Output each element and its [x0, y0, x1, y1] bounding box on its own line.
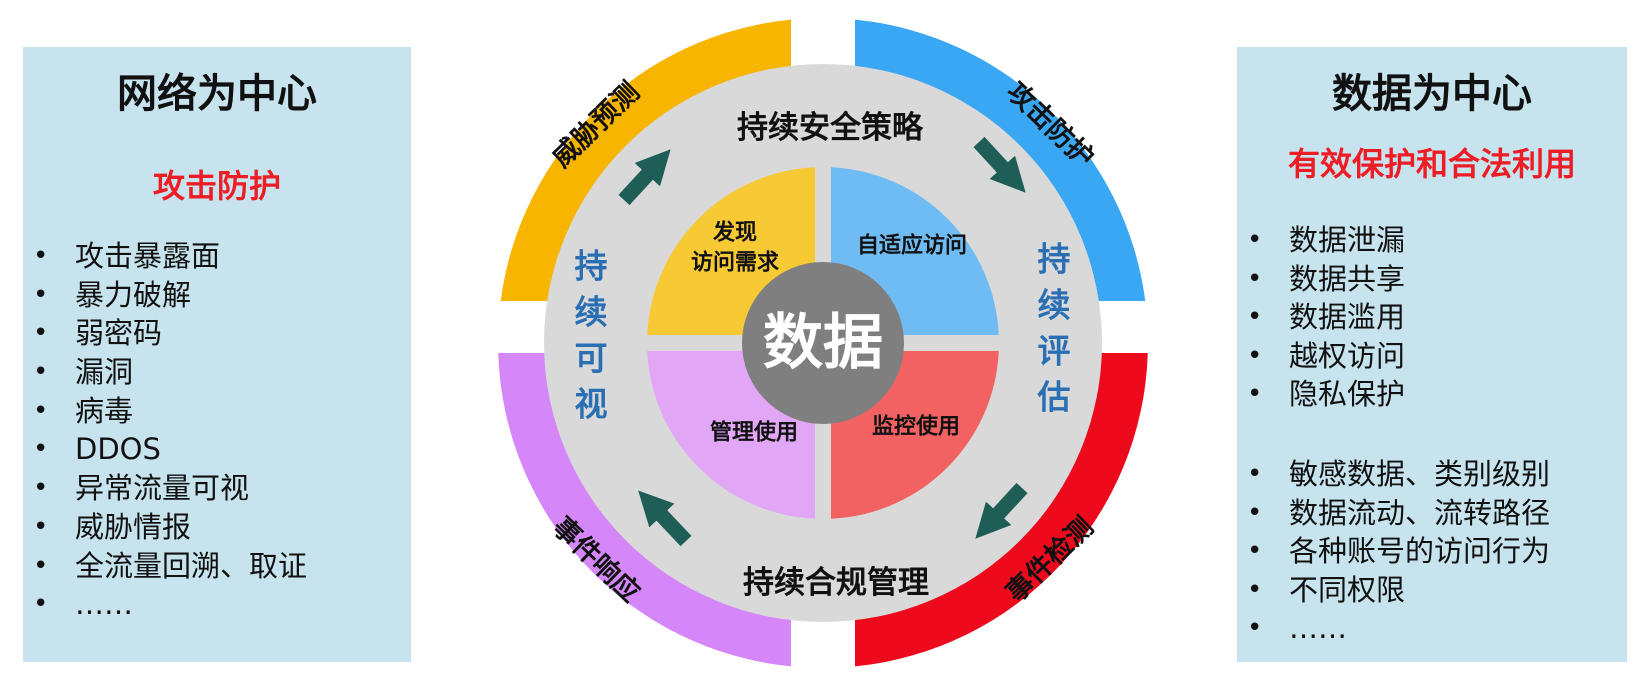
label-continuous-security-policy: 持续安全策略: [737, 110, 924, 146]
center-circle: [742, 262, 904, 424]
label-continuous-compliance: 持续合规管理: [743, 565, 929, 601]
list-item: 数据共享: [1237, 260, 1627, 299]
list-item: 不同权限: [1237, 571, 1627, 610]
label-manage-use: 管理使用: [710, 420, 798, 446]
list-item: ……: [1237, 609, 1627, 648]
list-item: 隐私保护: [1237, 375, 1627, 414]
arrow-icon: [638, 490, 692, 547]
left-panel-title: 网络为中心: [117, 71, 317, 117]
list-item: 数据滥用: [1237, 298, 1627, 337]
list-item: 病毒: [23, 392, 411, 431]
list-item: 各种账号的访问行为: [1237, 532, 1627, 571]
left-bullet-list: 攻击暴露面 暴力破解 弱密码 漏洞 病毒 DDOS 异常流量可视 威胁情报 全流…: [23, 237, 411, 624]
left-panel-subtitle: 攻击防护: [152, 167, 281, 205]
label-access-needs: 访问需求: [691, 250, 779, 276]
label-continuous-assessment: 持续评估: [1037, 240, 1071, 417]
list-item: 攻击暴露面: [23, 237, 411, 276]
list-item: 暴力破解: [23, 276, 411, 315]
arrow-icon: [973, 136, 1026, 193]
list-item: 越权访问: [1237, 337, 1627, 376]
list-item: 敏感数据、类别级别: [1237, 455, 1627, 494]
left-panel: 网络为中心 攻击防护 攻击暴露面 暴力破解 弱密码 漏洞 病毒 DDOS 异常流…: [23, 47, 411, 662]
arrow-icon: [618, 149, 671, 206]
right-panel-subtitle: 有效保护和合法利用: [1287, 145, 1576, 183]
label-adaptive-access: 自适应访问: [857, 233, 967, 259]
label-discover: 发现: [712, 220, 757, 246]
label-monitor-use: 监控使用: [872, 414, 960, 440]
right-bullet-list-risks: 数据泄漏 数据共享 数据滥用 越权访问 隐私保护: [1237, 221, 1627, 414]
right-bullet-list-visibility: 敏感数据、类别级别 数据流动、流转路径 各种账号的访问行为 不同权限 ……: [1237, 455, 1627, 648]
outer-segment-event-response: [498, 353, 791, 667]
arrow-icon: [975, 482, 1028, 539]
list-item: 漏洞: [23, 353, 411, 392]
list-item: 异常流量可视: [23, 469, 411, 508]
list-item: 数据泄漏: [1237, 221, 1627, 260]
list-item: ……: [23, 585, 411, 624]
list-item: DDOS: [23, 430, 411, 469]
list-item: 威胁情报: [23, 508, 411, 547]
list-item: 弱密码: [23, 314, 411, 353]
right-panel-title: 数据为中心: [1332, 71, 1532, 117]
label-continuous-visibility: 持续可视: [575, 247, 608, 424]
center-label-data: 数据: [763, 308, 883, 378]
outer-segment-event-detection: [855, 353, 1148, 667]
list-item: 数据流动、流转路径: [1237, 494, 1627, 533]
list-item: 全流量回溯、取证: [23, 547, 411, 586]
right-panel: 数据为中心 有效保护和合法利用 数据泄漏 数据共享 数据滥用 越权访问 隐私保护…: [1237, 47, 1627, 662]
